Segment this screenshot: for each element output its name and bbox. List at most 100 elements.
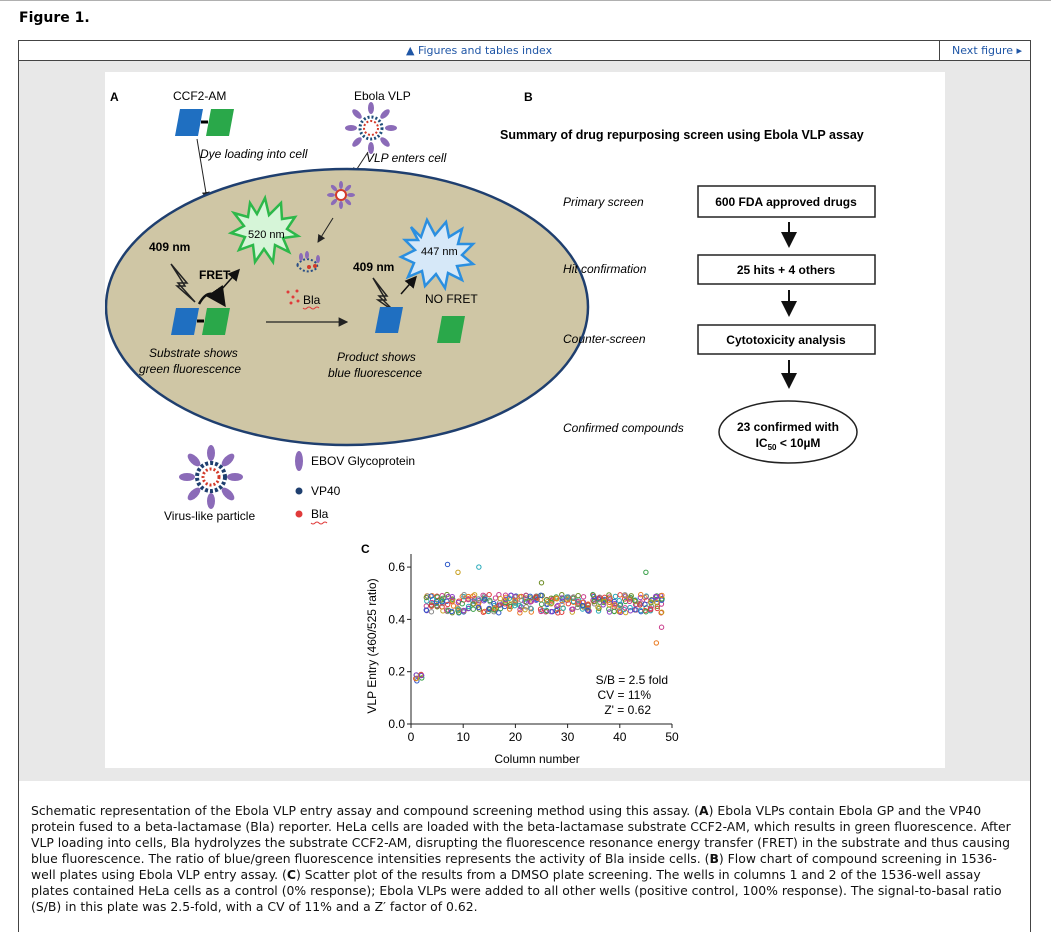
data-point [440,595,446,601]
data-point [481,596,487,602]
data-point [606,601,612,608]
data-point [527,593,533,599]
ebola-vlp-icon [345,102,397,154]
data-point [538,592,544,599]
data-point [616,597,622,604]
data-point [627,596,634,602]
y-tick-label: 0.2 [388,665,405,679]
outlier-point [538,580,545,586]
data-point [632,607,638,613]
figures-index-link[interactable]: ▲ Figures and tables index [406,44,553,57]
data-point [569,609,575,615]
box-hit-label: 25 hits + 4 others [737,263,836,277]
data-point [612,593,619,600]
data-point [528,598,535,605]
data-point [575,592,581,599]
data-point [549,598,555,604]
data-point [470,593,476,599]
blue-emission-burst: 447 nm [398,216,477,292]
data-point [445,593,452,600]
data-point [554,606,561,612]
data-point [537,606,544,612]
data-point [559,595,565,601]
data-point [517,606,523,613]
data-point [465,596,471,603]
data-point [475,604,482,611]
data-point [611,608,618,615]
panel-b-title: Summary of drug repurposing screen using… [500,128,864,142]
data-point [512,594,518,600]
next-figure-link[interactable]: Next figure ▸ [952,44,1023,57]
figure-navbar: ▲ Figures and tables index Next figure ▸ [19,41,1030,61]
vlp-legend-label: Virus-like particle [164,509,255,523]
data-point [622,605,628,611]
data-point [590,591,596,598]
bla-dots-icon [286,289,300,305]
data-point [600,602,606,608]
nm520-label: 520 nm [248,229,285,241]
data-point [560,605,566,611]
x-tick-label: 30 [561,730,575,744]
data-point [638,591,644,598]
annotation-z: Z' = 0.62 [604,703,651,717]
data-point [506,595,513,601]
data-point [642,594,648,601]
outlier-point [643,569,649,576]
data-point [423,594,430,601]
data-point [449,597,455,603]
data-point [449,593,455,600]
data-point [653,593,659,600]
dye-loading-label: Dye loading into cell [200,147,308,161]
data-point [455,606,461,612]
data-point [470,601,476,607]
data-point [428,593,434,599]
data-point [637,602,643,608]
data-point [622,592,628,598]
y-tick-label: 0.4 [388,612,405,626]
gp-legend-icon [295,451,303,471]
data-point [506,606,513,612]
data-point [616,605,622,611]
data-point [564,597,570,603]
data-point [460,607,467,614]
data-point [459,601,465,607]
cell-body [105,167,590,447]
data-point [528,609,534,615]
substrate-line2: green fluorescence [139,362,241,376]
data-point [579,602,586,609]
ebola-vlp-label: Ebola VLP [354,89,411,103]
ccf2-molecule-icon [175,109,234,136]
data-point [585,605,591,611]
data-point [553,595,559,601]
figure-image: A CCF2-AM Ebola VLP Dye loading into cel… [105,72,945,768]
outlier-point [653,640,660,646]
data-point [628,593,634,599]
x-axis-label: Column number [494,752,579,766]
legend-vp40: VP40 [311,484,341,498]
data-point [503,594,509,601]
data-point [580,594,587,600]
data-point [595,608,602,614]
data-point [538,601,545,607]
data-point [482,596,488,603]
vlp-inside-icon [327,181,355,209]
x-tick-label: 50 [665,730,679,744]
data-point [570,594,577,600]
product-line2: blue fluorescence [328,366,422,380]
control-point [418,672,425,679]
data-point [428,609,435,615]
box-confirmed [718,400,858,464]
data-point [591,598,597,605]
data-point [433,600,440,607]
product-blue-fragment [375,307,403,333]
stage-confirmed: Confirmed compounds [563,421,684,435]
data-point [626,598,633,604]
data-point [480,609,487,615]
data-point [497,595,503,602]
fret-arc [197,284,226,308]
x-tick-label: 0 [408,730,415,744]
data-point [512,599,518,605]
nm447-label: 447 nm [421,246,458,258]
data-point [617,602,623,609]
outlier-point [455,569,461,576]
